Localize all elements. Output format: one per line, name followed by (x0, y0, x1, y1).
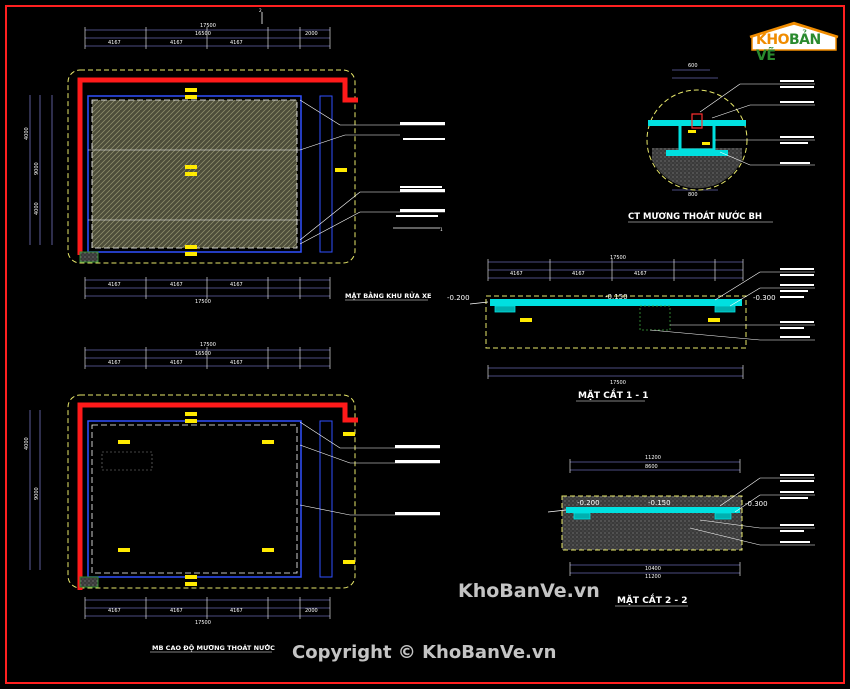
plan1-dim-total: 17500 (200, 23, 216, 29)
plan2-title: MB CAO ĐỘ MƯƠNG THOÁT NƯỚC (152, 643, 275, 652)
plan-drain-levels: 17500 16500 4167 4167 4167 4167 4167 416… (24, 342, 440, 653)
plan1-dim-seg1-b: 4167 (108, 282, 121, 288)
plan2-grate (101, 451, 153, 471)
sec1-dim-total-b: 17500 (610, 380, 626, 386)
detail-title: CT MƯƠNG THOÁT NƯỚC BH (628, 210, 762, 222)
sec1-pit (639, 305, 671, 331)
plan2-dim-seg3-b: 4167 (230, 608, 243, 614)
logo-text-part1: KHO (756, 32, 789, 48)
plan1-corner (79, 251, 99, 263)
plan2-dim-seg1-b: 4167 (108, 608, 121, 614)
sec2-boundary (561, 495, 743, 551)
sec2-level-left: -0.200 (577, 499, 600, 507)
logo-text: KHOBẢN VẼ (756, 32, 840, 64)
logo-text-part2: BẢN VẼ (756, 32, 821, 64)
plan2-dim-h2: 9000 (34, 487, 40, 500)
sec2-drain-left (573, 512, 591, 520)
sec1-title: MẶT CẮT 1 - 1 (578, 388, 649, 401)
detail-base (666, 150, 728, 156)
plan1-side-drain (319, 95, 333, 253)
sec1-dim-total: 17500 (610, 255, 626, 261)
plan2-dim-inner: 16500 (195, 351, 211, 357)
plan1-dim-h2: 9000 (34, 162, 40, 175)
section-mark-right: 1 (440, 227, 443, 232)
detail-slab (648, 120, 746, 126)
sec2-dim-bottom: 10400 (645, 566, 661, 572)
drawing-frame (5, 5, 845, 684)
sec1-level-mid: -0.150 (605, 293, 628, 301)
plan1-dim-seg2: 4167 (170, 40, 183, 46)
plan2-dim-total: 17500 (200, 342, 216, 348)
plan1-dim-seg1: 4167 (108, 40, 121, 46)
plan1-dim-h1: 4000 (24, 127, 30, 140)
plan1-dim-total-b: 17500 (195, 299, 211, 305)
plan2-dim-h1: 4000 (24, 437, 30, 450)
plan1-dim-seg3: 4167 (230, 40, 243, 46)
sec2-dim-inner: 8600 (645, 464, 658, 470)
sec1-drain-right (714, 305, 736, 313)
sec1-level-right: -0.300 (753, 294, 776, 302)
sec1-dim-seg2: 4167 (572, 271, 585, 277)
watermark-copyright: Copyright © KhoBanVe.vn (292, 642, 557, 663)
sec2-slab (566, 507, 740, 513)
plan2-corner (79, 576, 99, 588)
sec2-level-right: -0.300 (745, 500, 768, 508)
plan2-dim-side: 2000 (305, 608, 318, 614)
plan1-title: MẶT BẰNG KHU RỬA XE (345, 290, 431, 300)
sec2-title: MẶT CẮT 2 - 2 (617, 593, 688, 606)
plan1-dim-inner: 16500 (195, 31, 211, 37)
site-logo[interactable]: KHOBẢN VẼ (748, 20, 840, 64)
plan2-dim-total-b: 17500 (195, 620, 211, 626)
plan1-dim-seg2-b: 4167 (170, 282, 183, 288)
sec2-drain-right (714, 512, 732, 520)
plan2-boundary (67, 394, 356, 589)
plan2-dim-seg2: 4167 (170, 360, 183, 366)
detail-soil (652, 148, 742, 189)
logo-house-icon (749, 21, 839, 51)
sec1-level-left: -0.200 (447, 294, 470, 302)
plan1-dim-side: 2000 (305, 31, 318, 37)
section-2-2: 11200 8600 10400 11200 -0.200 -0.150 -0.… (547, 455, 815, 607)
sec1-slab (490, 299, 742, 306)
plan1-boundary (67, 69, 356, 264)
detail-dim-top: 600 (688, 63, 698, 69)
sec1-dim-seg1: 4167 (510, 271, 523, 277)
plan2-dim-seg1: 4167 (108, 360, 121, 366)
plan2-dim-seg3: 4167 (230, 360, 243, 366)
section-mark-top: 2 (259, 8, 262, 13)
plan1-wall (77, 77, 358, 255)
plan-washing-area: 17500 16500 4167 4167 4167 2000 4167 416… (24, 8, 445, 305)
detail-grate (691, 113, 703, 129)
sec1-drain-left (494, 305, 516, 313)
watermark-site: KhoBanVe.vn (458, 580, 600, 602)
sec1-dim-seg3: 4167 (634, 271, 647, 277)
plan2-side-drain (319, 420, 333, 578)
sec2-dim-total: 11200 (645, 455, 661, 461)
plan1-dim-h3: 4000 (34, 202, 40, 215)
plan2-dim-seg2-b: 4167 (170, 608, 183, 614)
sec2-level-mid: -0.150 (648, 499, 671, 507)
plan2-wall (77, 402, 358, 590)
annotation-lines (396, 80, 814, 543)
detail-dim-bottom: 800 (688, 192, 698, 198)
sec2-dim-total-b: 11200 (645, 574, 661, 580)
plan1-dim-seg3-b: 4167 (230, 282, 243, 288)
section-1-1: 17500 4167 4167 4167 17500 -0.200 -0.150… (447, 255, 815, 402)
drain-detail: 600 800 CT MƯƠNG THOÁT NƯỚC BH (628, 63, 815, 223)
